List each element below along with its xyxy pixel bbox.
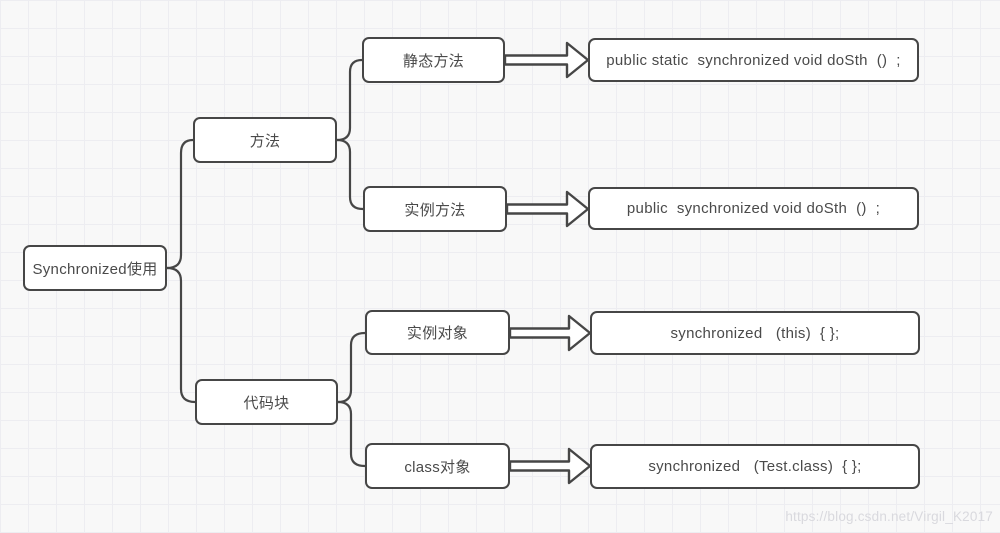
brace-root-to-method	[165, 138, 195, 270]
node-method: 方法	[193, 117, 337, 163]
watermark-url: https://blog.csdn.net/Virgil_K2017	[785, 509, 993, 524]
brace-method-to-static	[335, 58, 364, 142]
result-static-method: public static synchronized void doSth ()…	[588, 38, 919, 82]
node-instance-method: 实例方法	[363, 186, 507, 232]
node-codeblock: 代码块	[195, 379, 338, 425]
result-class-object: synchronized (Test.class) { };	[590, 444, 920, 489]
result-instance-method: public synchronized void doSth () ;	[588, 187, 919, 230]
node-static-method: 静态方法	[362, 37, 505, 83]
node-root: Synchronized使用	[23, 245, 167, 291]
block-arrow-classobj	[508, 447, 592, 485]
result-instance-object: synchronized (this) { };	[590, 311, 920, 355]
block-arrow-thisobj	[508, 314, 592, 352]
block-arrow-static	[503, 41, 590, 79]
node-instance-object: 实例对象	[365, 310, 510, 355]
brace-method-to-instance	[335, 138, 365, 211]
brace-root-to-codeblock	[165, 266, 197, 404]
brace-codeblock-to-thisobj	[336, 331, 367, 404]
node-class-object: class对象	[365, 443, 510, 489]
block-arrow-instance	[505, 190, 590, 228]
brace-codeblock-to-classobj	[336, 400, 367, 468]
